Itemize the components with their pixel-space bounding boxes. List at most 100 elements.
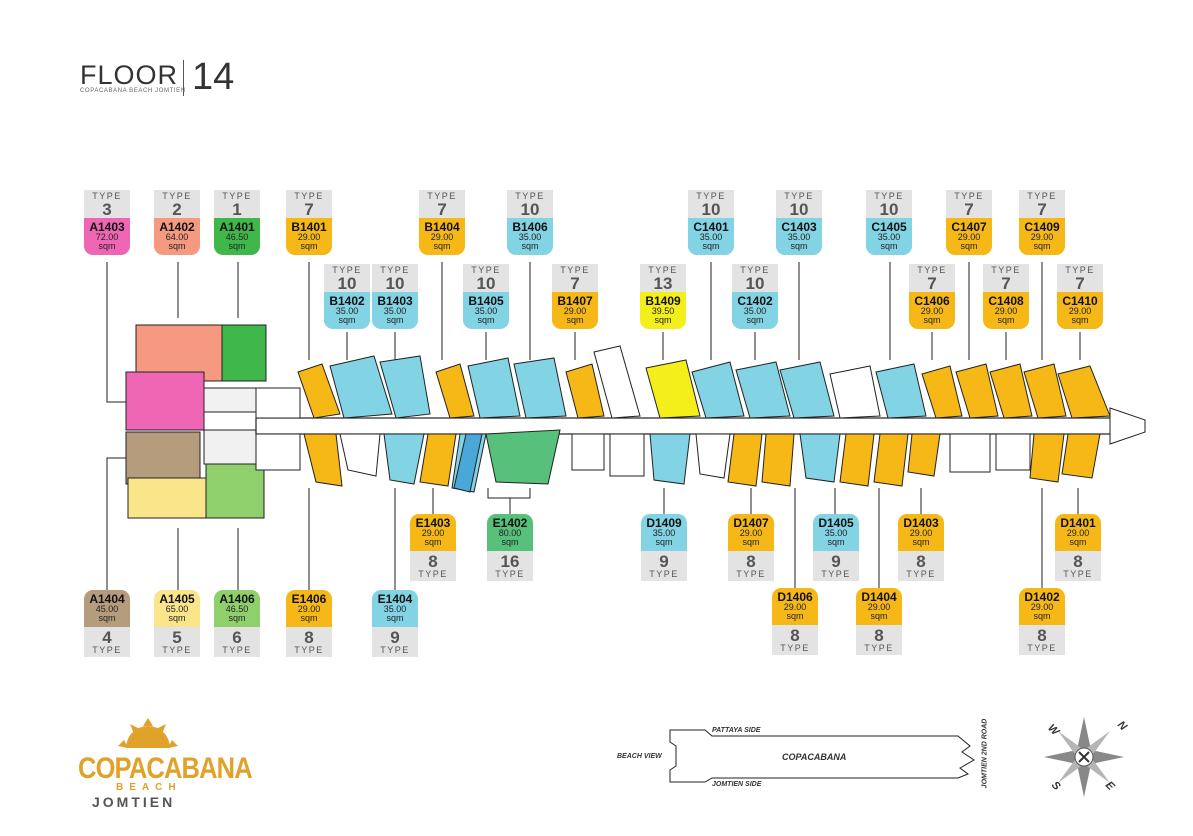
unit-size: 35.00 (743, 306, 767, 316)
unit-size: 29.00 (920, 306, 944, 316)
type-word: TYPE (162, 645, 192, 655)
logo-beach: BEACH (116, 782, 182, 793)
type-number: 9 (831, 552, 841, 571)
unit-size: 29.00 (430, 232, 454, 242)
unit-area-unit: sqm (1033, 611, 1051, 621)
type-number: 16 (500, 552, 520, 571)
unit-area-unit: sqm (870, 611, 888, 621)
type-word: TYPE (92, 191, 122, 201)
type-number: 8 (746, 552, 756, 571)
type-number: 10 (520, 200, 540, 219)
unit-area-unit: sqm (1033, 241, 1051, 251)
type-number: 7 (437, 200, 447, 219)
type-number: 7 (570, 274, 580, 293)
header-divider (183, 60, 184, 96)
unit-id: B1404 (424, 220, 460, 234)
unit-id: C1406 (914, 294, 950, 308)
unit-area-unit: sqm (960, 241, 978, 251)
unit-id: A1402 (159, 220, 195, 234)
unit-size: 45.00 (95, 604, 119, 614)
unit-id: C1401 (693, 220, 729, 234)
unit-id: C1408 (988, 294, 1024, 308)
key-jomtien-side: JOMTIEN SIDE (712, 781, 762, 788)
unit-size: 35.00 (787, 232, 811, 242)
type-word: TYPE (495, 569, 525, 579)
unit-id: C1410 (1062, 294, 1098, 308)
type-word: TYPE (294, 645, 324, 655)
type-number: 8 (1037, 626, 1047, 645)
unit-size: 35.00 (652, 528, 676, 538)
unit-id: E1406 (291, 592, 327, 606)
type-word: TYPE (906, 569, 936, 579)
type-number: 1 (232, 200, 242, 219)
type-word: TYPE (864, 643, 894, 653)
unit-id: A1401 (219, 220, 255, 234)
unit-id: B1407 (557, 294, 593, 308)
unit-id: A1405 (159, 592, 195, 606)
unit-area-unit: sqm (655, 537, 673, 547)
unit-area-unit: sqm (790, 241, 808, 251)
key-beach-view: BEACH VIEW (617, 753, 662, 760)
unit-size: 46.50 (225, 604, 249, 614)
type-word: TYPE (784, 191, 814, 201)
type-word: TYPE (736, 569, 766, 579)
type-word: TYPE (294, 191, 324, 201)
type-word: TYPE (917, 265, 947, 275)
unit-id: B1403 (377, 294, 413, 308)
unit-size: 29.00 (1030, 602, 1054, 612)
unit-area-unit: sqm (1071, 315, 1089, 325)
key-pattaya-side: PATTAYA SIDE (712, 727, 761, 734)
